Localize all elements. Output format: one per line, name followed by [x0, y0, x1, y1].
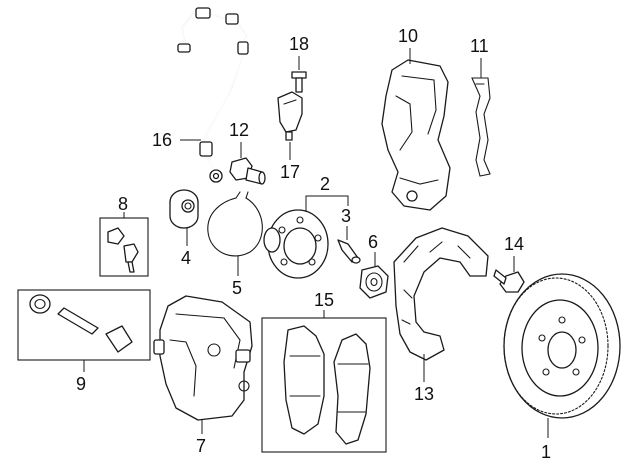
callout-3: 3 [341, 206, 351, 226]
part-12-bolt [229, 157, 266, 185]
callout-15: 15 [314, 290, 334, 310]
callout-6: 6 [368, 232, 378, 252]
leader-2 [305, 195, 349, 212]
part-10-caliper-bracket [381, 59, 451, 211]
callout-11: 11 [470, 36, 489, 56]
callout-1: 1 [541, 442, 551, 462]
callout-8: 8 [118, 194, 128, 214]
part-4-bearing [169, 189, 199, 229]
callout-12: 12 [229, 120, 249, 140]
callout-13: 13 [414, 384, 434, 404]
callout-17: 17 [280, 162, 300, 182]
part-17-sensor [277, 91, 303, 141]
callout-9: 9 [76, 374, 86, 394]
callout-18: 18 [289, 34, 309, 54]
callout-16: 16 [152, 130, 172, 150]
part-2-hub [263, 209, 329, 279]
callout-4: 4 [181, 248, 191, 268]
part-1-rotor [503, 273, 621, 419]
callout-14: 14 [504, 234, 524, 254]
part-15-brake-pads [283, 325, 371, 445]
callout-5: 5 [232, 278, 242, 298]
part-16-brake-hose [177, 7, 249, 183]
part-18-screw [291, 71, 307, 93]
part-13-splash-shield [393, 227, 489, 361]
part-6-nut [359, 265, 389, 299]
part-5-snap-ring [207, 191, 263, 257]
callout-7: 7 [196, 436, 206, 456]
callout-2: 2 [320, 174, 330, 194]
part-8-bleeder-kit [107, 227, 139, 273]
callout-10: 10 [398, 26, 418, 46]
part-14-bolt [493, 269, 525, 293]
part-3-stud [337, 239, 361, 264]
part-7-caliper [153, 295, 253, 421]
part-9-guide-pin-kit [29, 294, 133, 353]
part-11-clip [471, 77, 491, 177]
